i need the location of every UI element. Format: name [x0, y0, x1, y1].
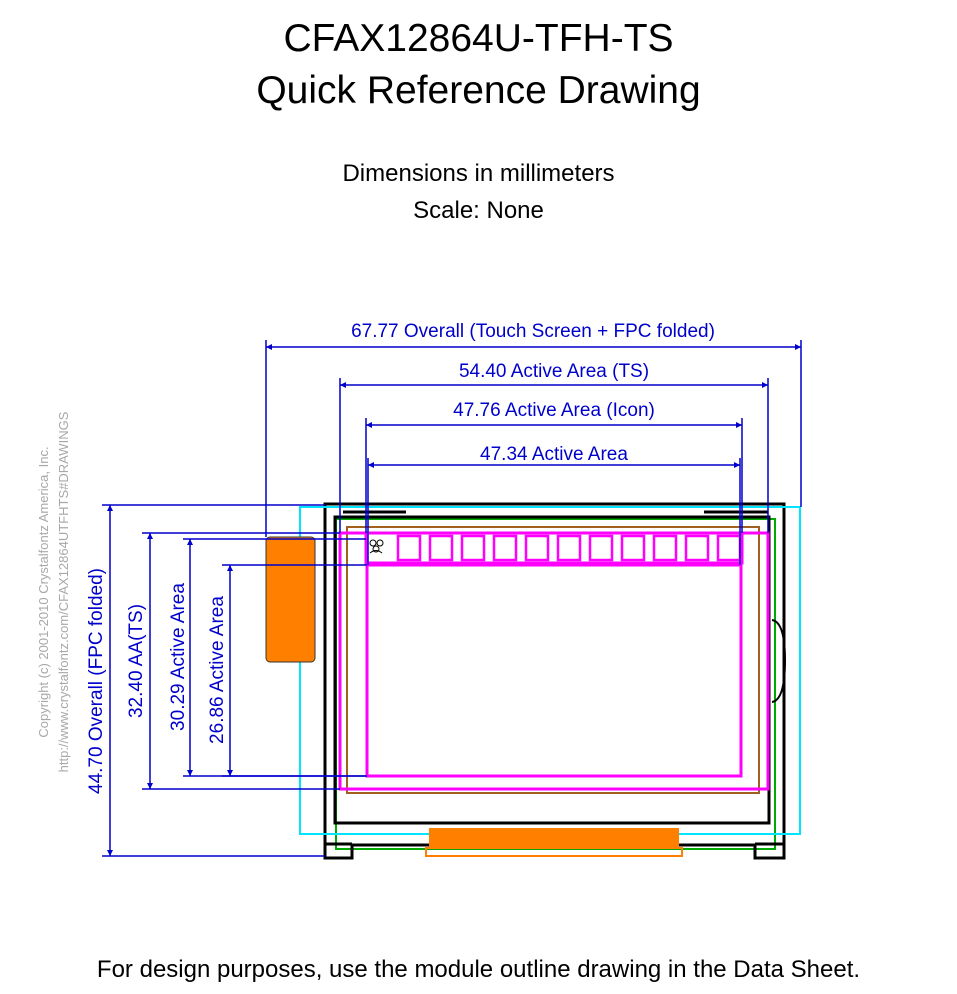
- drawing-subtitle: Quick Reference Drawing: [256, 69, 701, 112]
- fpc-bottom-outline: [425, 847, 683, 857]
- pcb-outline: [335, 518, 776, 850]
- units-note: Dimensions in millimeters: [342, 160, 615, 187]
- dim-active-area-ts-label: 54.40 Active Area (TS): [459, 361, 649, 382]
- flower-icon: [369, 539, 384, 554]
- bezel-frame: [323, 502, 786, 860]
- horizontal-dimensions: [265, 340, 802, 565]
- scale-note: Scale: None: [413, 197, 544, 224]
- bezel-side-notch: [771, 619, 787, 703]
- active-area-icon: [364, 531, 744, 565]
- design-note: For design purposes, use the module outl…: [96, 956, 861, 983]
- copyright-line-1: Copyright (c) 2001-2010 Crystalfontz Ame…: [36, 446, 51, 737]
- copyright-line-2: http://www.crystalfontz.com/CFAX12864UTF…: [56, 411, 71, 772]
- dim-active-area-icon-label: 47.76 Active Area (Icon): [453, 400, 655, 421]
- active-area: [365, 563, 743, 778]
- fpc-bottom-tail: [429, 828, 679, 848]
- icon-row: [396, 534, 742, 562]
- dim-overall-height-label: 44.70 Overall (FPC folded): [86, 568, 107, 794]
- vertical-dimensions: [102, 504, 367, 857]
- dim-active-area-height-2-label: 26.86 Active Area: [207, 596, 228, 744]
- lcd-glass: [346, 526, 760, 794]
- fpc-folded: [265, 536, 316, 663]
- dim-active-area-height-1-label: 30.29 Active Area: [168, 583, 189, 731]
- dim-aa-ts-height-label: 32.40 AA(TS): [126, 604, 147, 718]
- dim-overall-width-label: 67.77 Overall (Touch Screen + FPC folded…: [351, 321, 715, 342]
- dim-active-area-label: 47.34 Active Area: [480, 444, 628, 465]
- touch-screen-outline: [299, 506, 801, 835]
- drawing-title: CFAX12864U-TFH-TS: [283, 17, 674, 60]
- active-area-ts: [338, 531, 770, 791]
